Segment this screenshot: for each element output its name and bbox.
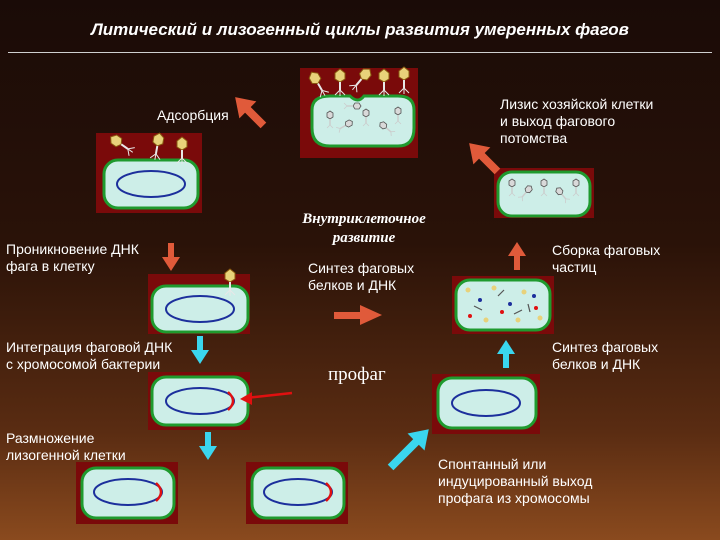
label-synthesis-right: Синтез фаговых белков и ДНК: [552, 339, 659, 372]
label-spontaneous-excision: Спонтанный или индуцированный выход проф…: [438, 456, 593, 506]
label-reproduction: Размножение лизогенной клетки: [6, 430, 126, 463]
excision-cell-panel: [432, 374, 540, 434]
arrow-icon: [334, 305, 382, 325]
title-divider: [8, 52, 712, 53]
arrow-icon: [508, 242, 526, 270]
label-prophage: профаг: [328, 364, 386, 385]
label-assembly: Сборка фаговых частиц: [552, 242, 661, 275]
arrow-icon: [387, 429, 429, 471]
page-title: Литический и лизогенный циклы развития у…: [91, 20, 629, 39]
synthesis-cell-panel: [452, 276, 554, 334]
prophage-pointer-arrow: [240, 391, 293, 405]
penetration-cell-panel: [148, 268, 250, 334]
adsorption-cell-panel: [96, 131, 202, 213]
daughter-cell-right: [246, 462, 348, 524]
label-synthesis-center: Синтез фаговых белков и ДНК: [308, 260, 415, 293]
label-integration: Интеграция фаговой ДНК с хромосомой бакт…: [6, 339, 173, 372]
arrow-icon: [191, 336, 209, 364]
arrow-icon: [235, 97, 267, 129]
assembly-cell-panel: [494, 168, 594, 218]
arrow-icon: [497, 340, 515, 368]
label-lysis: Лизис хозяйской клетки и выход фагового …: [500, 96, 654, 146]
lysis-cell-panel: [300, 64, 418, 158]
label-intracellular-development: Внутриклеточное развитие: [302, 211, 426, 246]
arrow-icon: [199, 432, 217, 460]
label-adsorption: Адсорбция: [157, 107, 229, 123]
arrow-icon: [469, 143, 501, 175]
label-penetration: Проникновение ДНК фага в клетку: [6, 241, 139, 274]
integration-cell-panel: [148, 372, 250, 430]
daughter-cell-left: [76, 462, 178, 524]
arrow-icon: [162, 243, 180, 271]
